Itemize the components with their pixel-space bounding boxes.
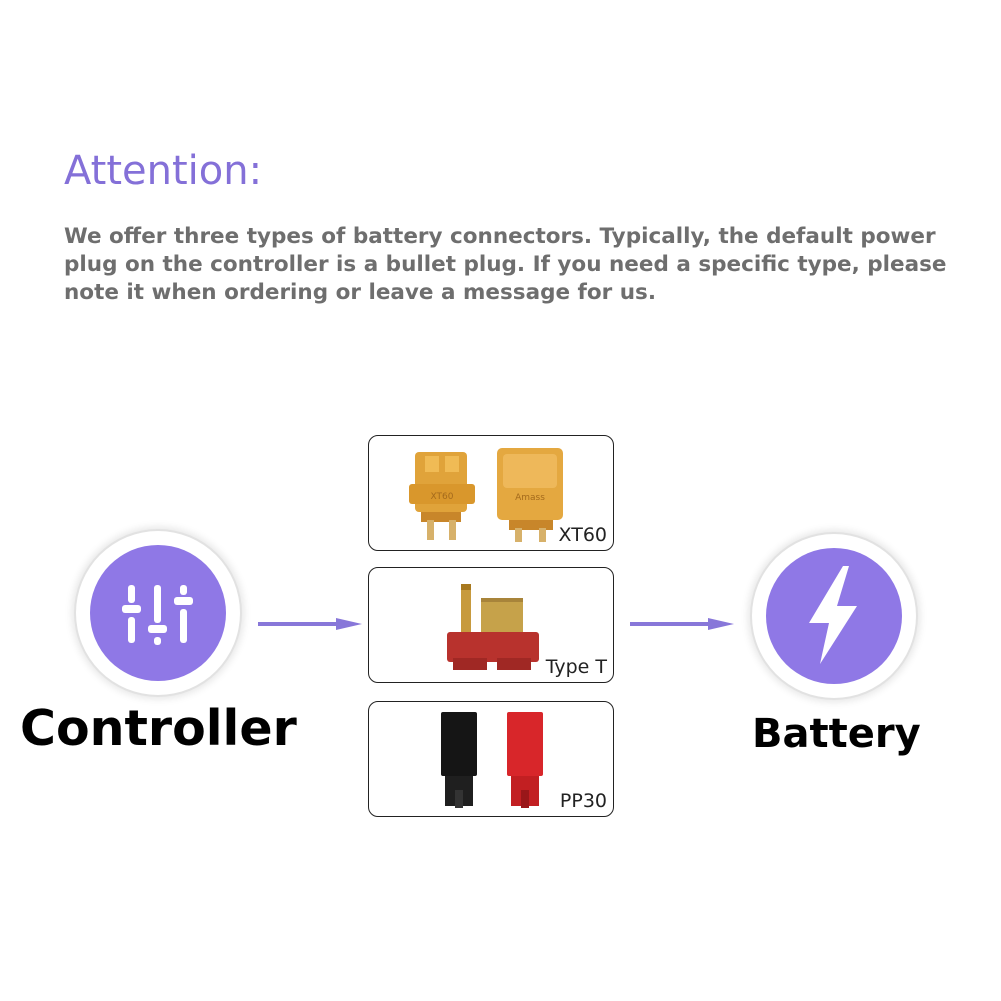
connector-card-pp30: PP30 <box>368 701 614 817</box>
pp30-black-plug <box>441 712 477 808</box>
battery-icon-circle <box>752 534 916 698</box>
attention-heading: Attention: <box>64 148 263 194</box>
connector-card-type-t: Type T <box>368 567 614 683</box>
battery-label: Battery <box>752 711 921 757</box>
type-t-plug <box>447 584 539 670</box>
svg-text:Amass: Amass <box>515 493 545 503</box>
svg-text:XT60: XT60 <box>431 492 454 502</box>
type-t-connector-image <box>447 584 539 670</box>
pp30-connector-image <box>441 712 543 808</box>
controller-icon-badge <box>90 545 226 681</box>
controller-label: Controller <box>20 700 297 757</box>
battery-icon-badge <box>766 548 902 684</box>
notice-body: We offer three types of battery connecto… <box>64 224 947 305</box>
connector-card-xt60: XT60 Amass XT60 <box>368 435 614 551</box>
arrow-controller-to-connectors <box>258 618 362 630</box>
lightning-bolt-icon <box>809 566 857 664</box>
arrow-connectors-to-battery <box>630 618 734 630</box>
connector-label-xt60: XT60 <box>558 524 607 546</box>
pp30-red-plug <box>507 712 543 808</box>
connector-label-type-t: Type T <box>545 656 607 678</box>
xt60-connector-image: XT60 Amass <box>409 448 563 542</box>
xt60-male-plug: Amass <box>497 448 563 542</box>
controller-icon-circle <box>76 531 240 695</box>
xt60-female-plug: XT60 <box>409 452 475 540</box>
sliders-icon <box>122 585 193 645</box>
connector-label-pp30: PP30 <box>559 790 607 812</box>
